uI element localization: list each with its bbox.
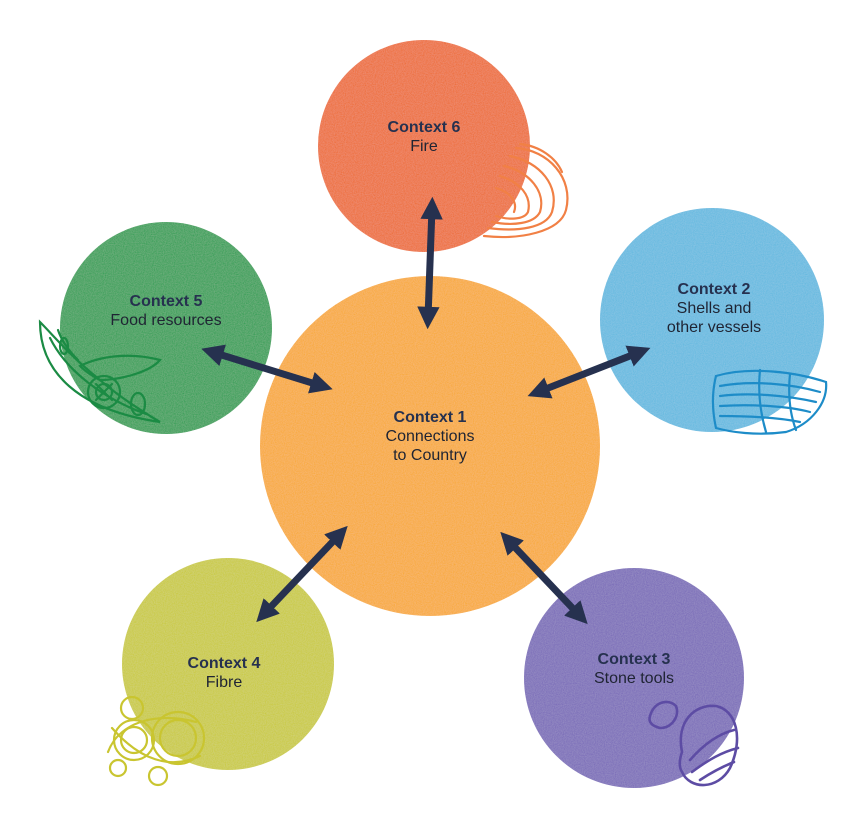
fire-label: Context 6 Fire [334, 118, 514, 156]
center-title: Context 1 [393, 409, 467, 426]
center-name-line2: to Country [393, 447, 467, 465]
fire-name: Fire [410, 138, 438, 156]
fibre-motif-icon [106, 695, 206, 787]
arrow-center-food [201, 344, 333, 394]
fire-title: Context 6 [387, 119, 461, 136]
food-name: Food resources [110, 312, 222, 330]
center-name-line1: Connections [385, 428, 475, 446]
shells-title: Context 2 [677, 281, 751, 298]
arrow-center-shells [527, 345, 651, 399]
arrow-center-fibre [256, 525, 348, 623]
fibre-name: Fibre [205, 674, 243, 692]
fire-circle [318, 40, 530, 252]
shell-motif-icon [711, 368, 828, 435]
arrow-center-fire [417, 196, 443, 330]
shells-label: Context 2 Shells and other vessels [624, 280, 804, 338]
stone-tools-motif-icon [648, 700, 740, 787]
arrows [201, 196, 651, 625]
food-label: Context 5 Food resources [76, 292, 256, 330]
stone-name: Stone tools [593, 670, 675, 688]
food-title: Context 5 [129, 293, 203, 310]
arrow-center-stone [500, 531, 588, 625]
fibre-label: Context 4 Fibre [134, 654, 314, 692]
stone-title: Context 3 [597, 651, 671, 668]
shells-circle [600, 208, 824, 432]
fibre-title: Context 4 [187, 655, 261, 672]
food-resources-motif-icon [38, 319, 162, 424]
fire-motif-icon [482, 142, 569, 239]
shells-name-line1: Shells and [676, 300, 752, 318]
shells-name-line2: other vessels [666, 319, 762, 337]
center-label: Context 1 Connections to Country [330, 408, 530, 466]
stone-label: Context 3 Stone tools [544, 650, 724, 688]
